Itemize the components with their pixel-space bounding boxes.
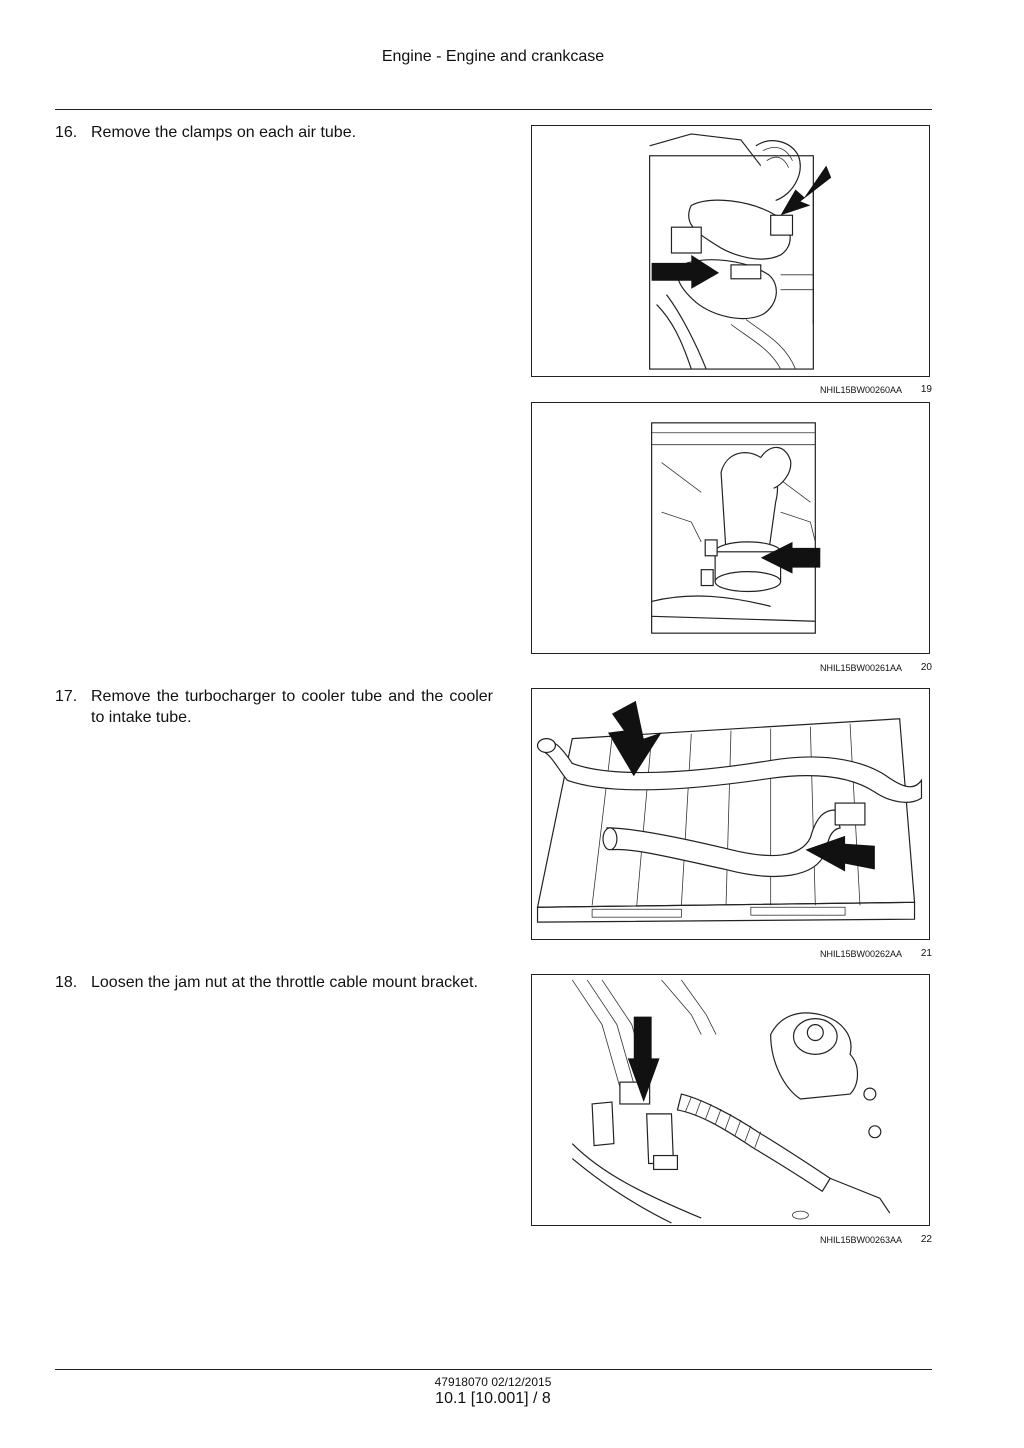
figure-number: 20 <box>920 662 932 673</box>
step-number: 18. <box>55 974 78 991</box>
step-text: Remove the turbocharger to cooler tube a… <box>91 688 493 726</box>
figure-number: 22 <box>920 1234 932 1245</box>
step-number: 16. <box>55 124 78 141</box>
step-17: 17. Remove the turbocharger to cooler tu… <box>55 686 493 728</box>
engine-clamps-illustration <box>649 133 832 370</box>
figure-19-image <box>531 125 930 377</box>
footer-rule <box>55 1369 932 1370</box>
throttle-cable-illustration <box>571 979 891 1224</box>
cooler-tubes-illustration <box>536 700 923 923</box>
step-text: Loosen the jam nut at the throttle cable… <box>91 974 478 991</box>
figure-code: NHIL15BW00262AA <box>819 949 902 959</box>
footer-page-number: 10.1 [10.001] / 8 <box>435 1390 551 1407</box>
figure-number: 19 <box>920 384 932 395</box>
step-18: 18. Loosen the jam nut at the throttle c… <box>55 972 493 993</box>
figure-20-caption: NHIL15BW00261AA 20 <box>531 662 932 677</box>
figure-22-image <box>531 974 930 1226</box>
figure-19-caption: NHIL15BW00260AA 19 <box>531 384 932 399</box>
step-number: 17. <box>55 688 78 705</box>
figure-21-image <box>531 688 930 940</box>
figure-20-image <box>531 402 930 654</box>
figure-number: 21 <box>920 948 932 959</box>
figure-code: NHIL15BW00261AA <box>819 663 902 673</box>
page-header-title: Engine - Engine and crankcase <box>381 48 605 65</box>
figure-code: NHIL15BW00260AA <box>819 385 902 395</box>
footer-document-id: 47918070 02/12/2015 <box>434 1375 552 1389</box>
air-tube-clamp-illustration <box>651 422 821 634</box>
figure-21-caption: NHIL15BW00262AA 21 <box>531 948 932 963</box>
step-16: 16. Remove the clamps on each air tube. <box>55 122 493 143</box>
figure-22-caption: NHIL15BW00263AA 22 <box>531 1234 932 1249</box>
figure-code: NHIL15BW00263AA <box>819 1235 902 1245</box>
header-rule <box>55 109 932 110</box>
step-text: Remove the clamps on each air tube. <box>91 124 357 141</box>
